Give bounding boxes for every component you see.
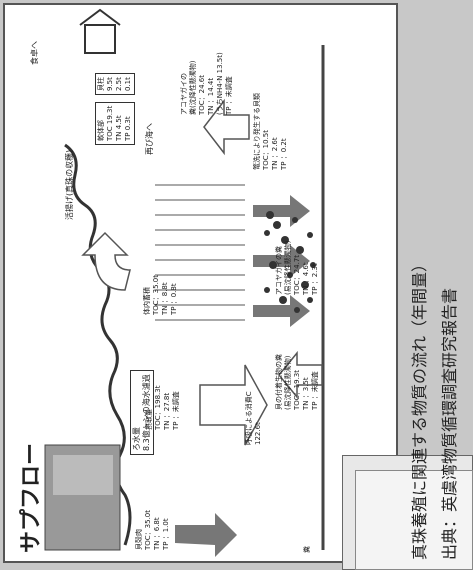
shipping-label: 活揚げ(真珠の収穫) xyxy=(65,149,74,220)
food-label: 食卓へ xyxy=(30,41,39,65)
feces-label: 糞 xyxy=(303,546,311,553)
reuse-label: 再び海へ xyxy=(145,123,154,155)
flow-arrows xyxy=(44,8,325,557)
slide-title: サプフロー xyxy=(19,442,44,553)
lower-inner-frame xyxy=(355,470,473,570)
figure-source: 出典：英虞湾物質循環調査研究報告書 xyxy=(440,287,459,560)
figure-caption: 真珠養殖に関連する物質の流れ（年間量） xyxy=(410,255,429,560)
